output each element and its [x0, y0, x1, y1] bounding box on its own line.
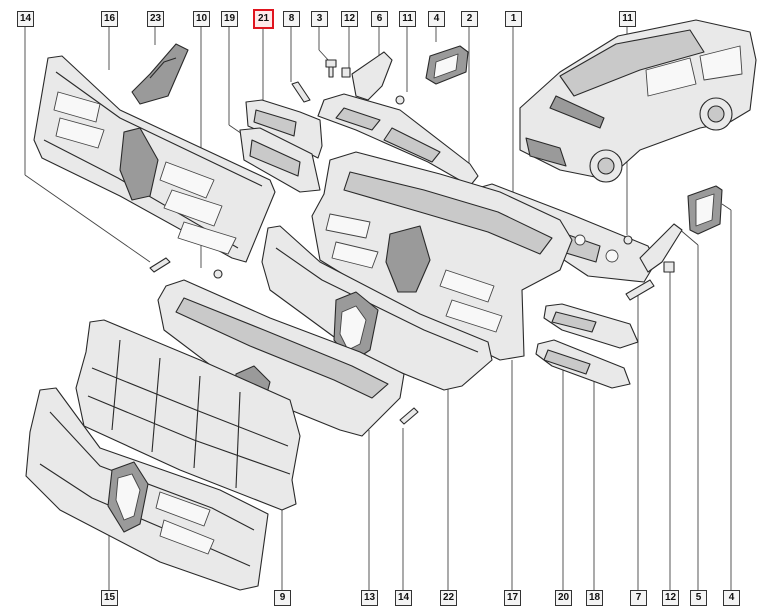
callout-22[interactable]: 22	[440, 590, 457, 606]
callout-18[interactable]: 18	[586, 590, 603, 606]
callout-4-bottom[interactable]: 4	[723, 590, 740, 606]
callout-3[interactable]: 3	[311, 11, 328, 27]
callout-2[interactable]: 2	[461, 11, 478, 27]
part-14-clip-left	[149, 257, 171, 273]
callout-12-bottom[interactable]: 12	[662, 590, 679, 606]
part-11-screw-top	[395, 95, 405, 105]
part-10-screw	[213, 269, 223, 279]
part-8-clip	[291, 81, 311, 103]
callout-9[interactable]: 9	[274, 590, 291, 606]
part-5-bracket	[639, 223, 683, 273]
callout-16[interactable]: 16	[101, 11, 118, 27]
part-11-screw-right	[623, 235, 633, 245]
callout-1[interactable]: 1	[505, 11, 522, 27]
part-2-cross-member	[317, 93, 479, 187]
callout-5[interactable]: 5	[690, 590, 707, 606]
callout-15[interactable]: 15	[101, 590, 118, 606]
part-15-lower-front-grille	[25, 387, 269, 591]
part-22-grille-surround	[261, 225, 493, 391]
part-4-vent-right	[687, 185, 723, 235]
callout-23[interactable]: 23	[147, 11, 164, 27]
callout-6[interactable]: 6	[371, 11, 388, 27]
callout-14-top[interactable]: 14	[17, 11, 34, 27]
part-20-18-deflectors	[535, 303, 639, 389]
part-14-clip-bottom	[399, 407, 419, 425]
callout-12-top[interactable]: 12	[341, 11, 358, 27]
callout-19[interactable]: 19	[221, 11, 238, 27]
callout-11-right[interactable]: 11	[619, 11, 636, 27]
callout-11-top[interactable]: 11	[399, 11, 416, 27]
callout-17[interactable]: 17	[504, 590, 521, 606]
part-7-clip	[625, 279, 655, 301]
callout-14-bottom[interactable]: 14	[395, 590, 412, 606]
callout-10[interactable]: 10	[193, 11, 210, 27]
callout-13[interactable]: 13	[361, 590, 378, 606]
callout-4-top[interactable]: 4	[428, 11, 445, 27]
part-16-upper-grille	[33, 55, 276, 263]
part-6-brace	[351, 51, 393, 101]
part-4-vent-top	[425, 45, 469, 85]
part-12-clip-top	[341, 67, 351, 78]
part-21-19-deflector	[239, 99, 323, 193]
part-9-lower-grille	[75, 319, 301, 511]
callout-20[interactable]: 20	[555, 590, 572, 606]
callout-8[interactable]: 8	[283, 11, 300, 27]
part-12-clip-right	[663, 261, 675, 273]
part-3-screw	[325, 59, 337, 78]
part-23-bracket	[131, 43, 189, 105]
callout-7[interactable]: 7	[630, 590, 647, 606]
callout-21-highlighted[interactable]: 21	[253, 9, 274, 29]
suv-vehicle-icon	[519, 19, 757, 183]
part-17-grille-body	[311, 151, 573, 361]
